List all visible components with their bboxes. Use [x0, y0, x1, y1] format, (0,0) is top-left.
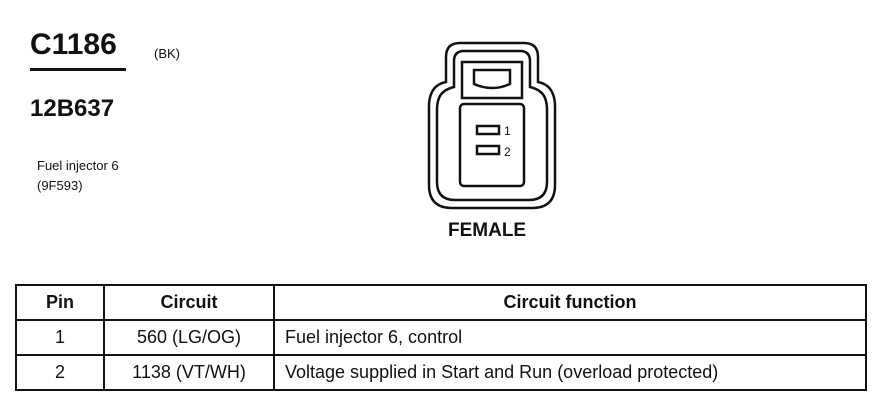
- connector-inner-shell: [435, 49, 549, 202]
- connector-color: (BK): [154, 46, 180, 61]
- part-number: 12B637: [30, 95, 115, 122]
- connector-face-drawing: 1 2: [427, 41, 557, 210]
- function-cell: Voltage supplied in Start and Run (overl…: [273, 354, 867, 391]
- circuit-cell: 1138 (VT/WH): [103, 354, 275, 391]
- circuit-cell: 560 (LG/OG): [103, 319, 275, 356]
- pin-cell: 2: [15, 354, 105, 391]
- pin-cell: 1: [15, 319, 105, 356]
- table-row: 1 560 (LG/OG) Fuel injector 6, control: [15, 319, 867, 356]
- table-header-row: Pin Circuit Circuit function: [15, 284, 867, 321]
- function-cell: Fuel injector 6, control: [273, 319, 867, 356]
- pin-label-1: 1: [504, 124, 511, 138]
- connector-view-label: FEMALE: [448, 220, 527, 241]
- connector-outer-shell: [427, 41, 557, 210]
- component-code: (9F593): [37, 178, 83, 193]
- header-circuit-function: Circuit function: [273, 284, 867, 321]
- header-pin: Pin: [15, 284, 105, 321]
- component-name: Fuel injector 6: [37, 158, 119, 173]
- connector-id-underline: [30, 68, 126, 71]
- connector-cavity-block: [458, 102, 526, 188]
- pin-cavity-2: [475, 144, 501, 156]
- pinout-table: Pin Circuit Circuit function 1 560 (LG/O…: [15, 284, 867, 391]
- header-circuit: Circuit: [103, 284, 275, 321]
- pin-cavity-1: [475, 124, 501, 136]
- connector-latch: [460, 60, 524, 100]
- table-row: 2 1138 (VT/WH) Voltage supplied in Start…: [15, 354, 867, 391]
- connector-latch-tab: [472, 68, 512, 90]
- pin-label-2: 2: [504, 145, 511, 159]
- connector-id: C1186: [30, 28, 117, 61]
